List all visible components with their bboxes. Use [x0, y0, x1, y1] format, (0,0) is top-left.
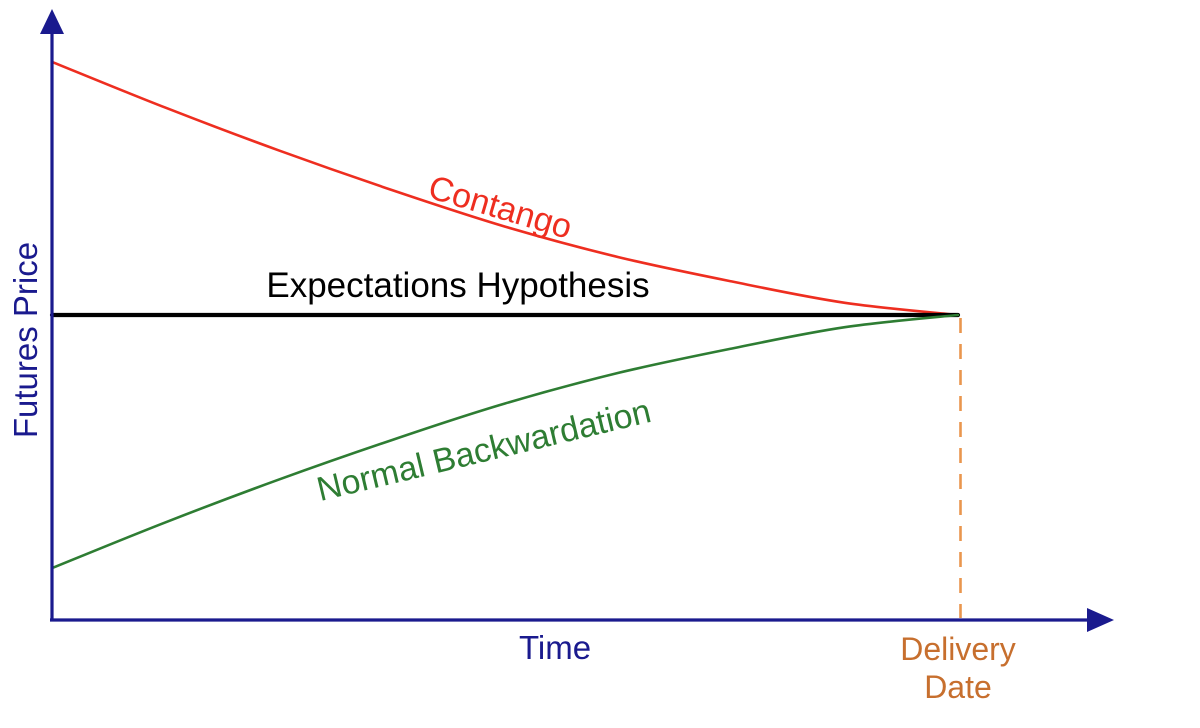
contango-curve — [50, 60, 960, 317]
y-axis-arrow-icon — [40, 9, 64, 34]
delivery-date-label-line2: Date — [924, 669, 992, 705]
backwardation-curve — [50, 313, 960, 570]
delivery-date-label-line1: Delivery — [900, 631, 1016, 667]
expectations-hypothesis-label: Expectations Hypothesis — [266, 266, 650, 305]
x-axis-label: Time — [518, 629, 592, 666]
y-axis-label: Futures Price — [7, 241, 44, 439]
x-axis-arrow-icon — [1087, 608, 1114, 632]
delivery-date-label: Delivery Date — [900, 630, 1016, 706]
